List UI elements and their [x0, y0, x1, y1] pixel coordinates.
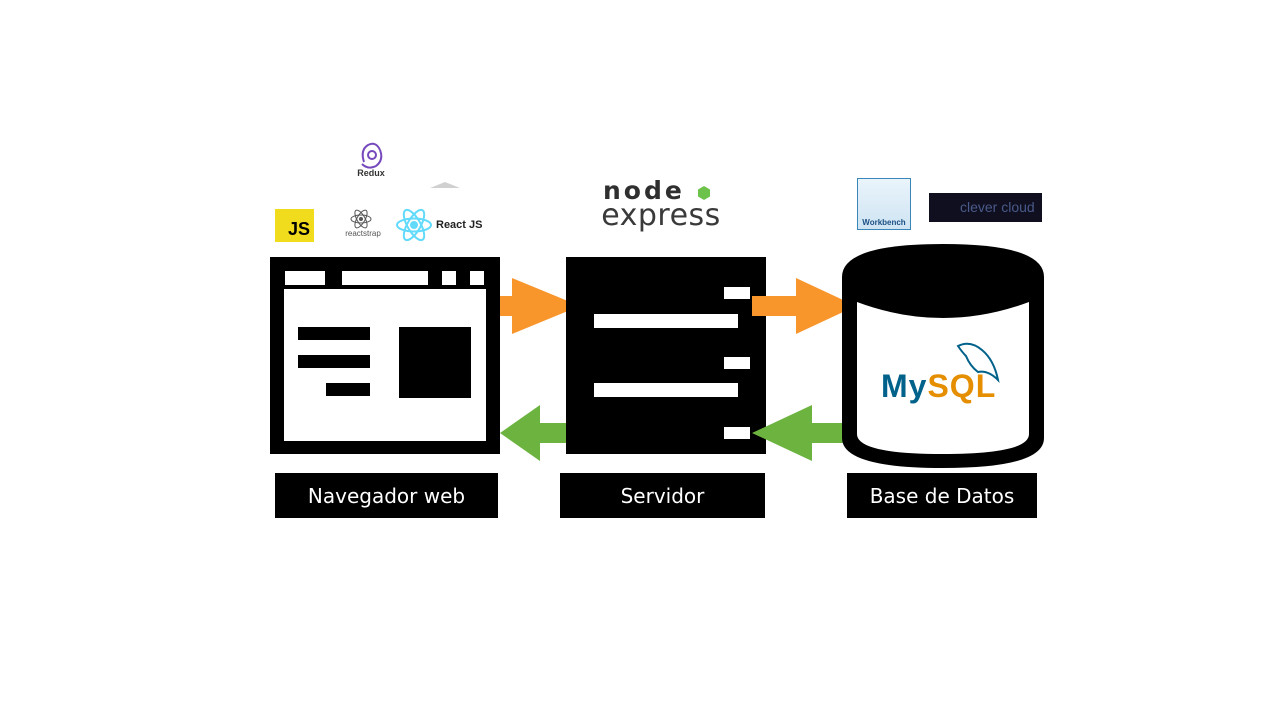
server-rack-icon [566, 257, 766, 454]
database-cylinder-icon [842, 244, 1044, 468]
clever-cloud-logo-label: clever cloud [960, 199, 1035, 215]
workbench-logo-label: Workbench [862, 218, 906, 227]
browser-window-icon [270, 257, 500, 454]
arrow-left-icon [752, 405, 856, 461]
reactstrap-logo-label: reactstrap [345, 229, 381, 238]
decor-chevron-icon [430, 182, 460, 188]
mysql-logo-my: My [881, 368, 928, 404]
javascript-logo: JS [275, 209, 314, 242]
reactstrap-logo-icon [350, 209, 372, 229]
database-label: Base de Datos [847, 473, 1037, 518]
arrow-right-icon [752, 278, 856, 334]
arrow-right-icon [500, 278, 580, 334]
node-logo-label: node [603, 176, 685, 205]
server-label: Servidor [560, 473, 765, 518]
express-logo-label: express [601, 198, 721, 233]
clever-cloud-logo [929, 193, 1042, 222]
react-logo-icon [396, 208, 432, 242]
redux-logo-label: Redux [357, 168, 385, 178]
workbench-logo [857, 178, 911, 230]
react-logo-label: React JS [436, 219, 483, 231]
mysql-dolphin-icon [956, 342, 1000, 384]
mysql-logo: MySQL [881, 368, 996, 405]
browser-label: Navegador web [275, 473, 498, 518]
node-hexagon-icon [698, 186, 710, 200]
redux-logo-icon [361, 142, 383, 169]
mysql-logo-sql: SQL [927, 368, 997, 404]
